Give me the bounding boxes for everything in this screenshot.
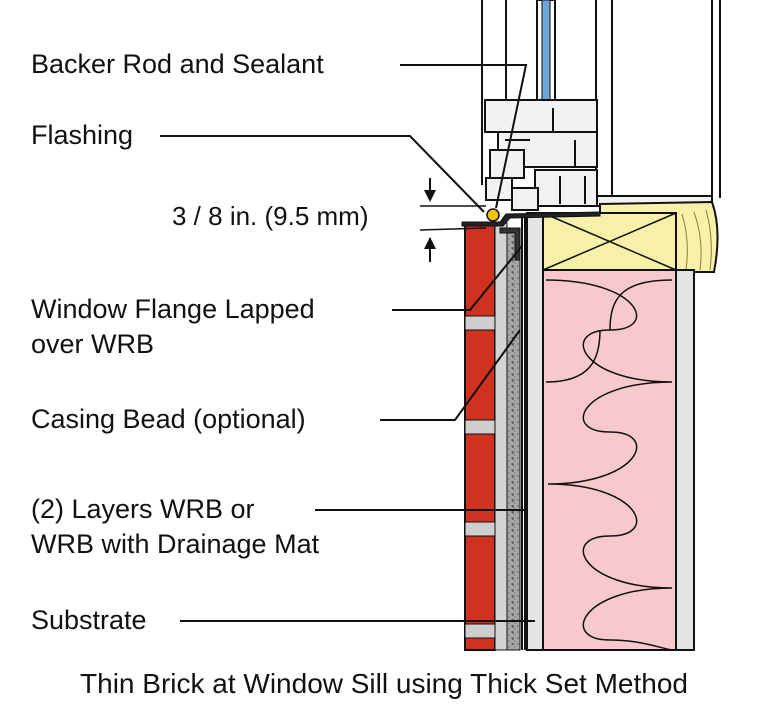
label-wrb-2: WRB with Drainage Mat [31,529,320,559]
sheathing [526,212,544,651]
interior-finish [675,269,695,651]
sill-flashing [461,211,601,227]
setting-bed [494,222,508,651]
label-backer-rod: Backer Rod and Sealant [31,49,324,79]
sill-plate [542,212,677,271]
window-frame [484,99,713,211]
window-unit [481,0,721,273]
backer-rod-sealant [486,208,500,222]
label-window-flange-2: over WRB [31,329,155,359]
label-substrate: Substrate [31,605,147,635]
leader-flashing [160,135,485,213]
leader-backer-rod [400,64,528,209]
leader-lines [160,64,535,622]
diagram-caption: Thin Brick at Window Sill using Thick Se… [80,668,688,699]
gap-dimension [419,178,487,262]
label-wrb-1: (2) Layers WRB or [31,494,255,524]
wall-assembly [464,212,695,651]
insulation-curves [545,279,673,651]
label-window-flange-1: Window Flange Lapped [31,294,315,324]
thin-brick [464,222,496,651]
glass-pane [536,0,556,101]
leader-casing-bead [380,329,521,421]
leader-window-flange [392,245,523,311]
label-casing-bead: Casing Bead (optional) [31,404,306,434]
label-flashing: Flashing [31,120,134,150]
label-gap-dimension: 3 / 8 in. (9.5 mm) [172,201,369,231]
casing-bead [499,227,521,261]
